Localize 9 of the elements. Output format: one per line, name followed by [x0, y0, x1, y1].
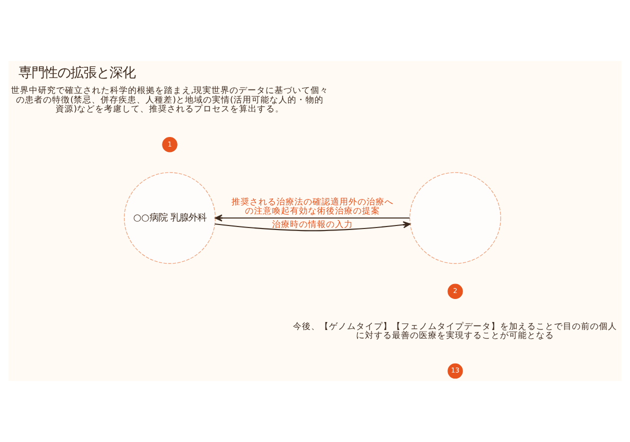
edge-label: 推奨される治療法の確認適用外の治療への注意喚起有効な術後治療の提案: [232, 197, 394, 217]
edge-label: 治療時の情報の入力: [272, 220, 354, 230]
label: 世界中研究で確立された科学的根拠を踏まえ,現実世界のデータに基づいて個々の患者の特徴(禁忌、併存疾患、人種差)と地域の実情(活用可能な人的・物的資源)などを考慮して、推奨されるプロセスを算出する。: [10, 86, 329, 115]
node-circle: [409, 172, 502, 264]
arrow: [214, 221, 411, 232]
node-circle: ○○病院 乳腺外科: [124, 172, 216, 264]
arrow: [214, 214, 410, 222]
diagram-title: 専門性の拡張と深化: [18, 66, 136, 81]
label: 今後、【ゲノムタイプ】【フェノムタイプデータ】を加えることで目の前の個人に対する最善の医療を実現することが可能となる: [293, 322, 618, 342]
